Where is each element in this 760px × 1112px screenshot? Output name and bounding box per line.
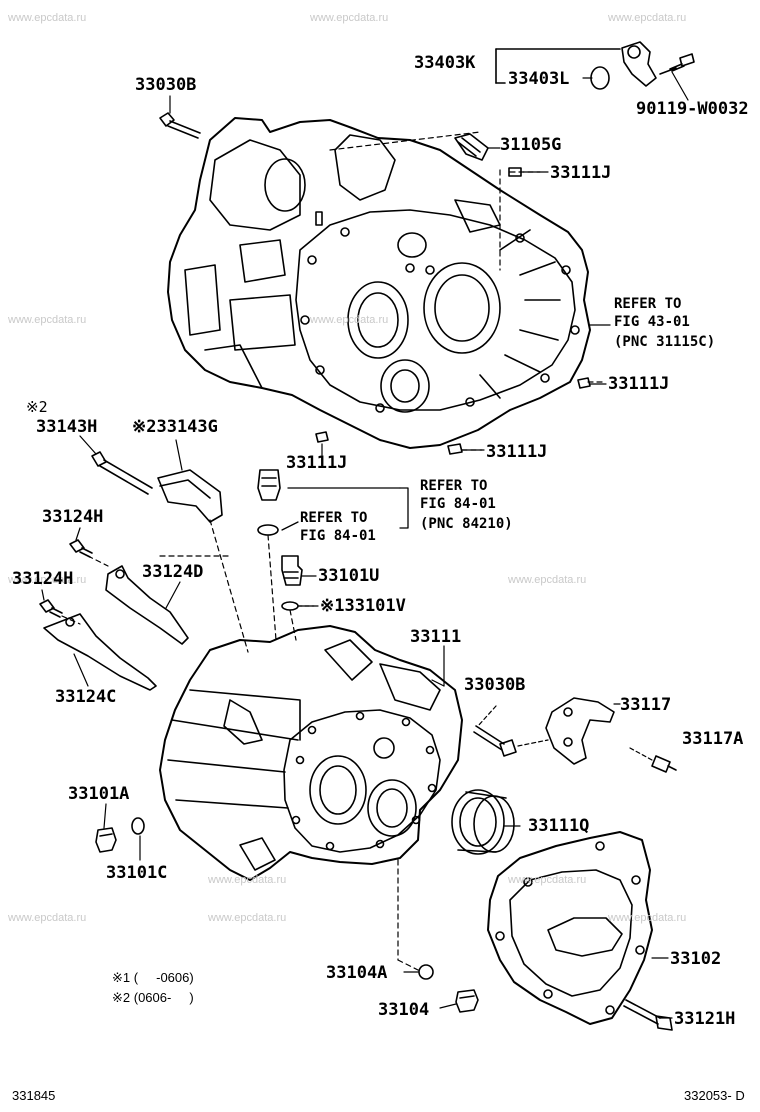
part-label-33030B[interactable]: 33030B (135, 75, 197, 95)
footnote-1: ※1 ( -0606) (112, 970, 194, 985)
bolt-33121H (623, 999, 673, 1031)
part-label-33102[interactable]: 33102 (670, 949, 722, 969)
note-mark-2: ※2 (26, 398, 48, 416)
watermark: www.epcdata.ru (508, 574, 587, 586)
part-label-31105G[interactable]: 31105G (500, 135, 562, 155)
watermark: www.epcdata.ru (608, 12, 687, 24)
part-label-33111J[interactable]: 33111J (608, 374, 670, 394)
watermark: www.epcdata.ru (508, 874, 587, 886)
part-label-33111[interactable]: 33111 (410, 627, 462, 647)
watermark: www.epcdata.ru (608, 912, 687, 924)
watermark: www.epcdata.ru (8, 912, 87, 924)
refer-to-label: REFER TO (300, 510, 368, 526)
bolts-33124H (39, 539, 93, 618)
part-label-33111J[interactable]: 33111J (486, 442, 548, 462)
refer-to-figure[interactable]: FIG 43-01 (614, 314, 690, 330)
plug-33104 (455, 989, 479, 1013)
plug-33101A (95, 827, 117, 853)
middle-guide-lines (61, 519, 297, 653)
leader-lines (41, 71, 689, 1019)
watermark: www.epcdata.ru (8, 12, 87, 24)
bolt-33030B-top (159, 112, 201, 139)
part-label-33403L[interactable]: 33403L (508, 69, 570, 89)
part-label-33143H[interactable]: 33143H (36, 417, 98, 437)
part-label-33117[interactable]: 33117 (620, 695, 672, 715)
watermark: www.epcdata.ru (310, 12, 389, 24)
part-label-33124H[interactable]: 33124H (12, 569, 74, 589)
part-label-33101U[interactable]: 33101U (318, 566, 380, 586)
watermark: www.epcdata.ru (208, 874, 287, 886)
part-label-33403K[interactable]: 33403K (414, 53, 476, 73)
figure-code-right: 332053- D (684, 1088, 745, 1103)
part-label-33111J[interactable]: 33111J (550, 163, 612, 183)
part-label-33101C[interactable]: 33101C (106, 863, 168, 883)
switch-33101U (281, 555, 315, 611)
pins-33111J (315, 167, 591, 455)
plug-31105G (454, 133, 489, 161)
refer-to-pnc: (PNC 31115C) (614, 334, 716, 350)
part-label-33117A[interactable]: 33117A (682, 729, 744, 749)
refer-to-pnc: (PNC 84210) (420, 516, 513, 532)
part-label-33030B[interactable]: 33030B (464, 675, 526, 695)
transaxle-housing-upper (167, 117, 591, 449)
footnote-2: ※2 (0606- ) (112, 990, 194, 1005)
oil-seal-33111Q (451, 789, 515, 855)
bracket-33143G (157, 469, 223, 523)
part-label-33104A[interactable]: 33104A (326, 963, 388, 983)
figure-code-left: 331845 (12, 1088, 56, 1103)
transmission-case-33111 (159, 625, 463, 881)
bolt-33143H (91, 451, 153, 495)
plate-33124C (43, 613, 157, 691)
watermark: www.epcdata.ru (208, 912, 287, 924)
bolt-90119 (659, 53, 695, 75)
watermark: www.epcdata.ru (8, 574, 87, 586)
part-label-33124H[interactable]: 33124H (42, 507, 104, 527)
part-label-33101A[interactable]: 33101A (68, 784, 130, 804)
plate-33124D (105, 565, 189, 645)
refer-to-figure[interactable]: FIG 84-01 (420, 496, 496, 512)
watermark: www.epcdata.ru (310, 314, 389, 326)
refer-to-label: REFER TO (614, 296, 682, 312)
part-label-33124C[interactable]: 33124C (55, 687, 117, 707)
part-label-33101V[interactable]: ※133101V (320, 596, 406, 616)
watermark: www.epcdata.ru (8, 314, 87, 326)
clutch-housing-33102 (487, 831, 653, 1025)
part-label-90119-W0032[interactable]: 90119-W0032 (636, 99, 749, 119)
gasket-33104A (418, 964, 434, 980)
part-label-33111Q[interactable]: 33111Q (528, 816, 590, 836)
bolt-33117A (651, 755, 677, 773)
bracket-33117 (545, 697, 615, 765)
bolt-33030B-mid (473, 725, 517, 757)
part-label-33104[interactable]: 33104 (378, 1000, 430, 1020)
sensor-switch-upper (257, 469, 281, 536)
part-label-33111J[interactable]: 33111J (286, 453, 348, 473)
gasket-33101C (131, 817, 145, 835)
part-label-33121H[interactable]: 33121H (674, 1009, 736, 1029)
refer-to-figure[interactable]: FIG 84-01 (300, 528, 376, 544)
refer-to-label: REFER TO (420, 478, 488, 494)
part-label-33124D[interactable]: 33124D (142, 562, 204, 582)
part-label-33143G[interactable]: ※233143G (132, 417, 218, 437)
